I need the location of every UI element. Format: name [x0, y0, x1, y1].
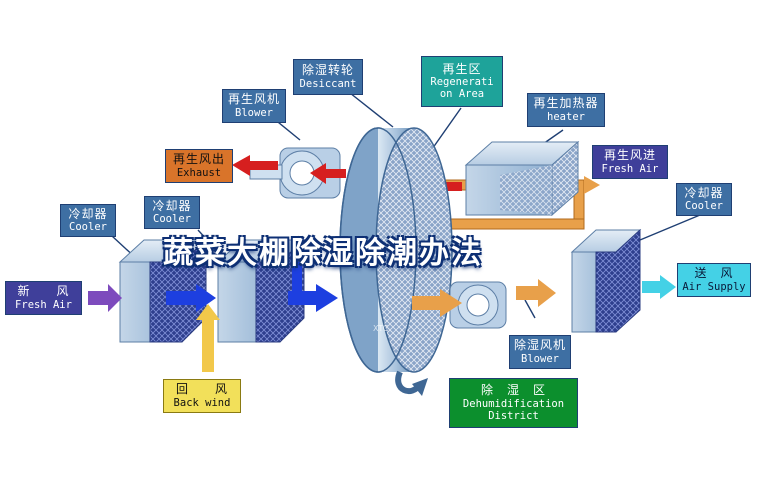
- regen-blower-label-zh: 再生风机: [227, 92, 280, 107]
- new-air-callout: 新 风 Fresh Air: [5, 281, 82, 315]
- back-wind-label-zh: 回 风: [175, 382, 228, 397]
- process-arrows: [88, 262, 676, 372]
- fresh-air-in-label-zh: 再生风进: [603, 148, 656, 163]
- process-blower-unit: [449, 281, 507, 329]
- regen-area-label-en2: on Area: [439, 88, 485, 101]
- svg-text:XTC: XTC: [373, 324, 389, 333]
- back-wind-label-en: Back wind: [173, 396, 231, 409]
- regen-heater-label-en: heater: [547, 110, 585, 123]
- exhaust-callout: 再生风出 Exhaust: [165, 149, 233, 183]
- regen-heater-label-zh: 再生加热器: [533, 96, 599, 111]
- cooler-right-label-zh: 冷却器: [684, 185, 724, 200]
- regen-area-label-zh: 再生区: [442, 61, 482, 76]
- dehum-district-label-en2: District: [488, 409, 539, 422]
- cooler-mid-label-zh: 冷却器: [152, 198, 192, 213]
- dehum-district-label-en1: Dehumidification: [462, 397, 565, 410]
- process-blower-callout: 除湿风机 Blower: [509, 335, 571, 369]
- dehum-district-label-zh: 除 湿 区: [480, 383, 546, 398]
- cooler-right-unit: [570, 228, 642, 333]
- cooler-right-callout: 冷却器 Cooler: [676, 183, 732, 216]
- process-blower-label-en: Blower: [521, 352, 559, 365]
- fresh-air-in-label-en: Fresh Air: [601, 162, 659, 175]
- desiccant-wheel: XTC: [339, 127, 453, 396]
- new-air-label-zh: 新 风: [17, 284, 70, 299]
- cooler-left-label-en: Cooler: [69, 221, 107, 234]
- exhaust-label-en: Exhaust: [176, 166, 222, 179]
- desiccant-label-en: Desiccant: [299, 77, 357, 90]
- exhaust-label-zh: 再生风出: [172, 152, 225, 167]
- cooler-right-label-en: Cooler: [685, 200, 723, 213]
- page-title: 蔬菜大棚除湿除潮办法: [163, 236, 483, 271]
- supply-callout: 送 风 Air Supply: [677, 263, 751, 297]
- regen-blower-label-en: Blower: [235, 106, 273, 119]
- supply-label-zh: 送 风: [694, 266, 734, 281]
- regen-heater-unit: [464, 140, 580, 217]
- cooler-mid-unit: [216, 238, 306, 343]
- regen-blower-callout: 再生风机 Blower: [222, 89, 286, 123]
- dehum-district-callout: 除 湿 区 Dehumidification District: [449, 378, 578, 428]
- fresh-air-in-callout: 再生风进 Fresh Air: [592, 145, 668, 179]
- regen-heater-callout: 再生加热器 heater: [527, 93, 605, 127]
- cooler-left-callout: 冷却器 Cooler: [60, 204, 116, 237]
- supply-label-en: Air Supply: [682, 280, 746, 293]
- process-blower-label-zh: 除湿风机: [513, 338, 566, 353]
- cooler-mid-callout: 冷却器 Cooler: [144, 196, 200, 229]
- desiccant-label-zh: 除湿转轮: [301, 63, 354, 78]
- back-wind-callout: 回 风 Back wind: [163, 379, 241, 413]
- regen-area-label-en1: Regenerati: [430, 76, 494, 89]
- desiccant-callout: 除湿转轮 Desiccant: [293, 59, 363, 95]
- new-air-label-en: Fresh Air: [15, 298, 72, 311]
- regen-area-callout: 再生区 Regenerati on Area: [421, 56, 503, 107]
- cooler-left-label-zh: 冷却器: [68, 206, 108, 221]
- cooler-mid-label-en: Cooler: [153, 213, 191, 226]
